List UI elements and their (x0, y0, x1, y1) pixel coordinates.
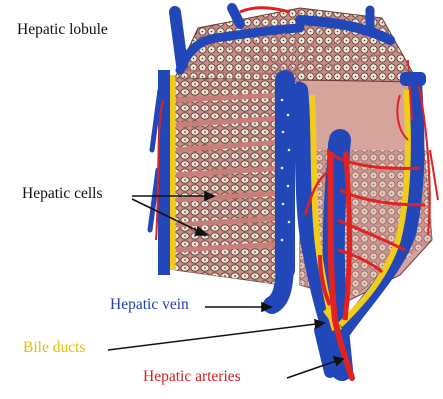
hepatic-arteries-label: Hepatic arteries (143, 368, 241, 386)
hepatic-cells-label: Hepatic cells (22, 185, 102, 203)
hepatic-vein-label: Hepatic vein (110, 296, 189, 314)
portal-triad-bundle (300, 60, 438, 378)
lobule-front-face (150, 70, 290, 306)
hepatic-lobule-label: Hepatic lobule (17, 21, 108, 39)
bile-ducts-label: Bile ducts (23, 339, 85, 357)
lobule-top-face (175, 8, 418, 82)
